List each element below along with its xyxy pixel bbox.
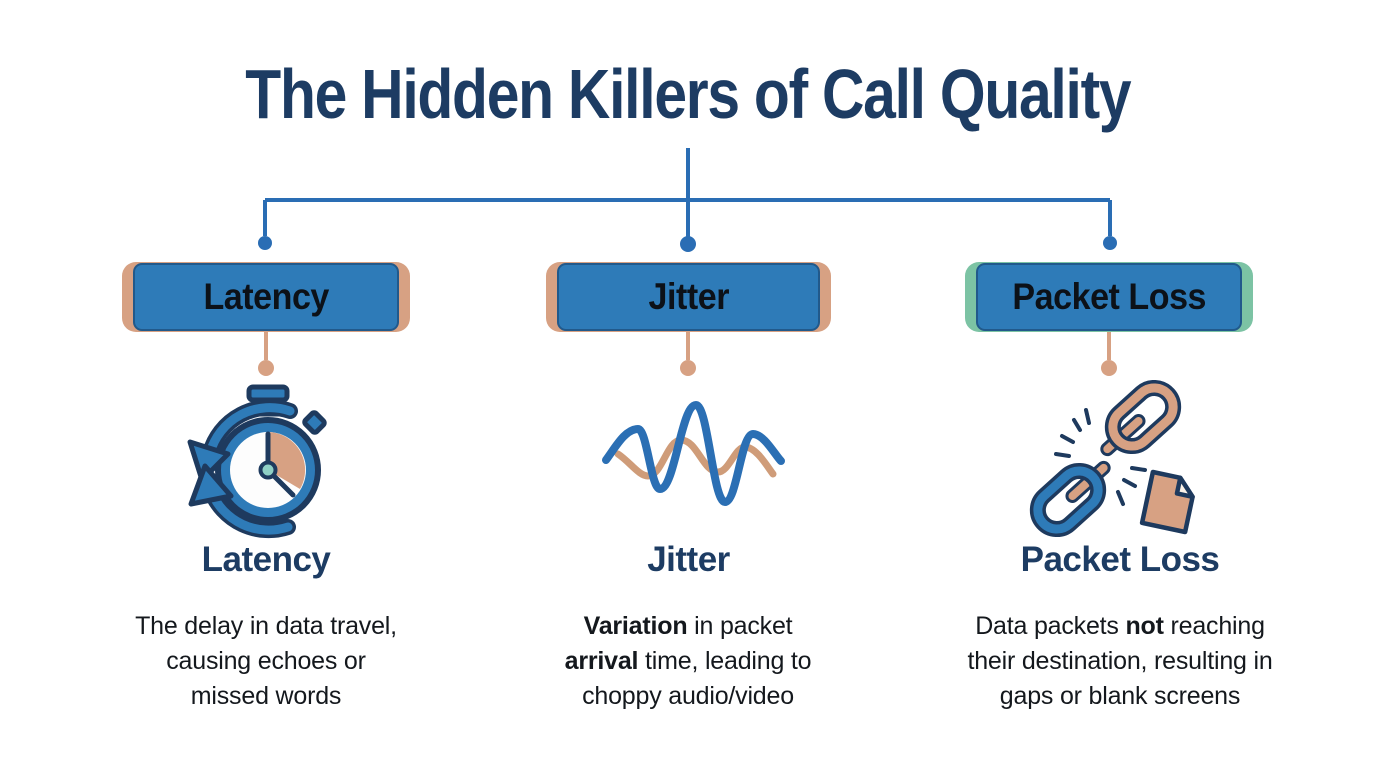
- page-title: The Hidden Killers of Call Quality: [245, 55, 1131, 133]
- broken-chain-icon: [1029, 380, 1195, 538]
- latency-box: Latency: [122, 262, 410, 332]
- jitter-box: Jitter: [546, 262, 831, 332]
- stopwatch-icon: [187, 384, 327, 539]
- packet-loss-box-label: Packet Loss: [1012, 276, 1206, 317]
- latency-label: Latency: [201, 540, 331, 579]
- jitter-box-label: Jitter: [648, 276, 729, 317]
- waveform-icon: [602, 400, 785, 507]
- packet-loss-box: Packet Loss: [965, 262, 1253, 332]
- jitter-label: Jitter: [647, 540, 730, 579]
- packet-loss-label: Packet Loss: [1020, 540, 1220, 579]
- latency-description: The delay in data travel,causing echoes …: [135, 612, 397, 710]
- latency-box-label: Latency: [203, 276, 329, 317]
